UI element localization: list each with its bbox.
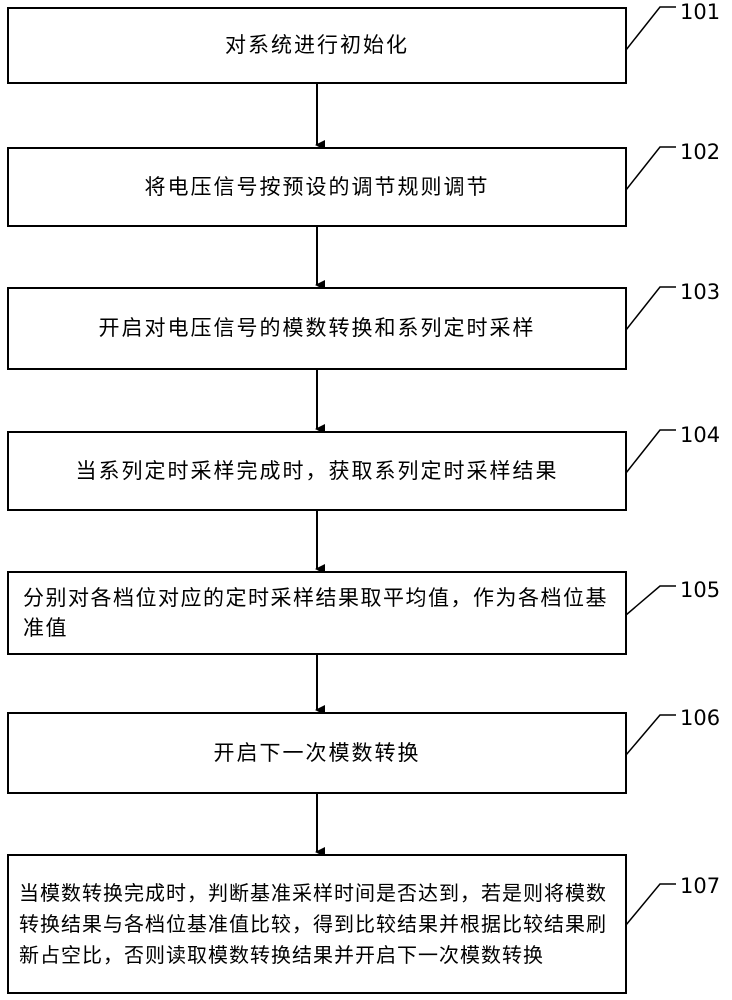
step-text-102: 将电压信号按预设的调节规则调节	[144, 174, 490, 199]
step-box-107: 当模数转换完成时，判断基准采样时间是否达到，若是则将模数转换结果与各档位基准值比…	[7, 854, 627, 994]
leader-107	[625, 883, 676, 926]
step-text-104: 当系列定时采样完成时，获取系列定时采样结果	[75, 458, 559, 483]
step-box-106: 开启下一次模数转换	[7, 712, 627, 794]
step-text-103: 开启对电压信号的模数转换和系列定时采样	[98, 316, 536, 341]
step-text-105: 分别对各档位对应的定时采样结果取平均值，作为各档位基准值	[23, 585, 608, 640]
step-text-107: 当模数转换完成时，判断基准采样时间是否达到，若是则将模数转换结果与各档位基准值比…	[19, 880, 607, 967]
step-text-101: 对系统进行初始化	[225, 33, 409, 58]
step-ref-106: 106	[680, 706, 721, 730]
leader-106	[625, 714, 676, 756]
step-ref-105: 105	[680, 578, 721, 602]
leader-104	[625, 429, 676, 474]
step-ref-102: 102	[680, 140, 721, 164]
step-box-104: 当系列定时采样完成时，获取系列定时采样结果	[7, 431, 627, 511]
step-box-102: 将电压信号按预设的调节规则调节	[7, 147, 627, 227]
step-text-106: 开启下一次模数转换	[213, 740, 421, 765]
step-ref-107: 107	[680, 874, 721, 898]
step-ref-103: 103	[680, 280, 721, 304]
leader-102	[625, 146, 676, 191]
step-ref-101: 101	[680, 0, 721, 24]
step-box-101: 对系统进行初始化	[7, 7, 627, 84]
step-box-103: 开启对电压信号的模数转换和系列定时采样	[7, 287, 627, 370]
step-box-105: 分别对各档位对应的定时采样结果取平均值，作为各档位基准值	[7, 571, 627, 655]
leader-101	[625, 6, 676, 51]
leader-103	[625, 286, 676, 331]
leader-105	[625, 585, 676, 616]
step-ref-104: 104	[680, 423, 721, 447]
